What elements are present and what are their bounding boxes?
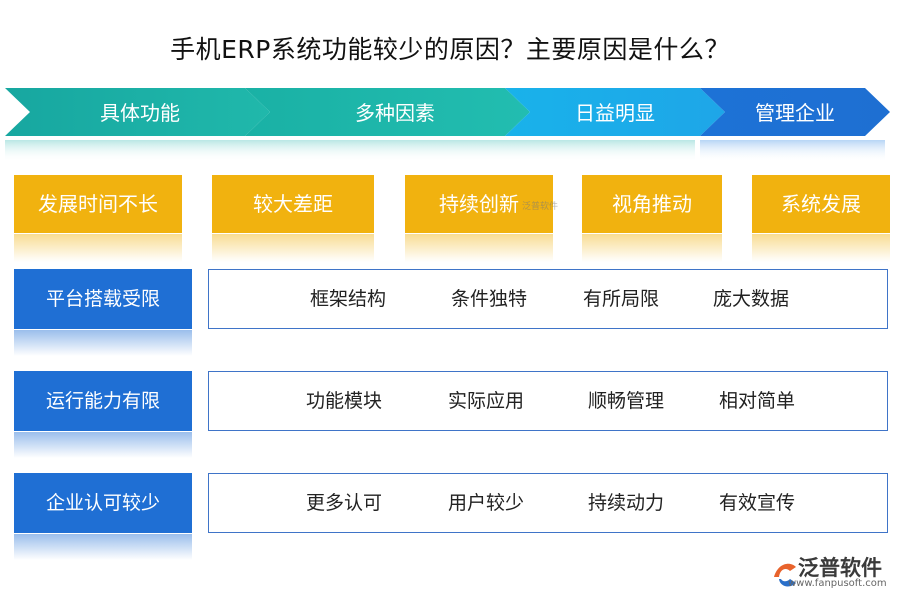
brand-logo-url: www.fanpusoft.com bbox=[788, 578, 887, 589]
watermark: 泛普软件 bbox=[522, 202, 559, 212]
brand-logo-icon bbox=[774, 563, 796, 587]
row-2-item-2: 实际应用 bbox=[447, 390, 524, 412]
row-3-item-1: 更多认可 bbox=[305, 492, 382, 514]
arrow-segment-4 bbox=[700, 88, 890, 136]
yellow-box-5: 系统发展 bbox=[752, 175, 890, 233]
arrow-segment-2 bbox=[245, 88, 530, 136]
row-1-item-4: 庞大数据 bbox=[712, 288, 789, 310]
row-1-item-1: 框架结构 bbox=[309, 288, 386, 310]
arrow-segment-3 bbox=[505, 88, 725, 136]
yellow-box-1: 发展时间不长 bbox=[14, 175, 182, 233]
row-label-2: 运行能力有限 bbox=[14, 371, 192, 431]
brand-logo-text: 泛普软件 bbox=[798, 556, 882, 580]
row-2-item-3: 顺畅管理 bbox=[587, 390, 664, 412]
row-label-3: 企业认可较少 bbox=[14, 473, 192, 533]
row-panel-2: 功能模块 实际应用 顺畅管理 相对简单 bbox=[208, 371, 888, 431]
yellow-box-2: 较大差距 bbox=[212, 175, 374, 233]
row-2-item-4: 相对简单 bbox=[718, 390, 795, 412]
row-3-item-3: 持续动力 bbox=[587, 492, 664, 514]
row-3-item-2: 用户较少 bbox=[447, 492, 524, 514]
arrow-label-4: 管理企业 bbox=[755, 101, 835, 125]
yellow-box-3: 持续创新 bbox=[405, 175, 553, 233]
arrow-label-3: 日益明显 bbox=[575, 101, 655, 125]
arrow-segment-1 bbox=[5, 88, 270, 136]
row-label-1: 平台搭载受限 bbox=[14, 269, 192, 329]
arrow-label-2: 多种因素 bbox=[355, 101, 435, 125]
row-1-item-3: 有所局限 bbox=[582, 288, 659, 310]
yellow-box-4: 视角推动 bbox=[582, 175, 722, 233]
page-title: 手机ERP系统功能较少的原因？主要原因是什么？ bbox=[170, 35, 730, 64]
row-panel-1: 框架结构 条件独特 有所局限 庞大数据 bbox=[208, 269, 888, 329]
row-panel-3: 更多认可 用户较少 持续动力 有效宣传 bbox=[208, 473, 888, 533]
chevron-banner bbox=[5, 88, 890, 162]
row-3-item-4: 有效宣传 bbox=[718, 492, 795, 514]
row-1-item-2: 条件独特 bbox=[450, 288, 527, 310]
arrow-label-1: 具体功能 bbox=[100, 101, 180, 125]
row-2-item-1: 功能模块 bbox=[305, 390, 382, 412]
